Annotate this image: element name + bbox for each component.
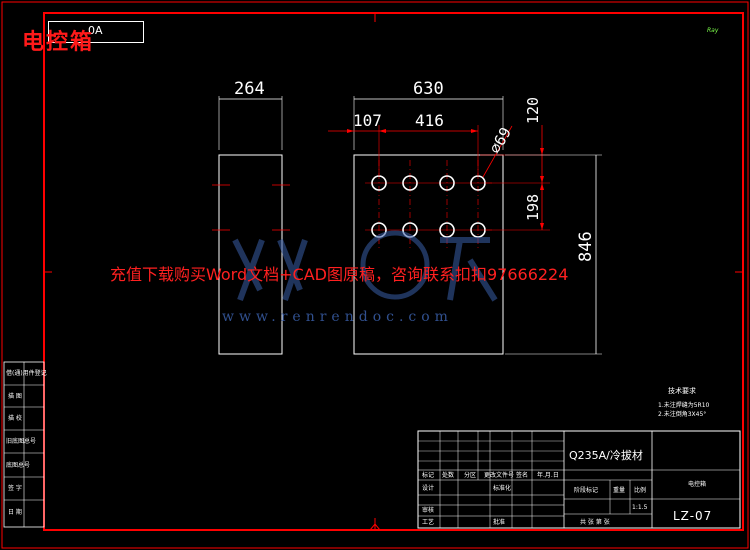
- left-label-3: 旧底图总号: [6, 437, 36, 445]
- corner-mark: Ray: [707, 27, 719, 34]
- tb-part-name: 电控箱: [688, 480, 706, 488]
- tb-drawing-no: LZ-07: [673, 509, 712, 523]
- tb-header-3: 更改文件号: [484, 471, 514, 479]
- tb-header-5: 年.月.日: [537, 471, 559, 479]
- dim-offset-left: 107: [353, 111, 382, 130]
- tag-box: [48, 21, 144, 43]
- tech-requirements-title: 技术要求: [668, 387, 696, 395]
- tb-approve: 批准: [493, 518, 505, 526]
- tb-header-4: 签名: [516, 471, 528, 479]
- tb-ratio: 比例: [634, 486, 646, 494]
- tb-weight: 重量: [613, 486, 625, 494]
- watermark-url: www.renrendoc.com: [222, 309, 453, 325]
- left-label-6: 日 期: [8, 508, 22, 516]
- orientation-mark: [368, 523, 382, 531]
- tb-stage: 阶段标记: [574, 486, 598, 494]
- tb-sheet: 共 张 第 张: [580, 518, 610, 526]
- tag-label: 0A: [88, 24, 103, 37]
- left-label-5: 签 字: [8, 484, 22, 492]
- tb-material: Q235A/冷拔材: [569, 448, 643, 462]
- left-label-4: 底图总号: [6, 461, 30, 469]
- dim-row-spacing: 198: [524, 194, 542, 221]
- side-view: 264: [212, 79, 290, 355]
- dim-overall-width: 630: [413, 79, 444, 99]
- title-block: 标记 处数 分区 更改文件号 签名 年.月.日 设计 标准化 审核 工艺 批准 …: [417, 430, 741, 529]
- left-label-1: 描 图: [8, 392, 22, 400]
- dim-overall-height: 846: [576, 231, 596, 262]
- dim-side-width: 264: [234, 79, 265, 99]
- watermark-text: 充值下载购买Word文档+CAD图原稿，咨询联系扣扣97666224: [110, 265, 569, 284]
- hole-3: [439, 175, 455, 191]
- tb-header-1: 处数: [442, 471, 454, 479]
- left-labels-block: 借(通)用件登记 描 图 描 校 旧底图总号 底图总号 签 字 日 期: [3, 361, 47, 528]
- tech-requirement-1: 1.未注焊缝为5R10: [658, 402, 710, 409]
- tb-row-design: 设计: [422, 484, 434, 492]
- hole-2: [402, 175, 418, 191]
- tech-requirement-2: 2.未注倒角3X45°: [658, 411, 707, 418]
- tb-scale-value: 1:1.5: [632, 504, 648, 511]
- left-label-2: 描 校: [8, 414, 22, 422]
- tb-header-0: 标记: [422, 471, 434, 479]
- tb-header-2: 分区: [464, 471, 476, 479]
- tb-row-process: 工艺: [422, 518, 434, 526]
- dim-top-offset: 120: [524, 97, 542, 124]
- drawing-title: 电控箱: [22, 30, 95, 55]
- tb-row-review: 审核: [422, 506, 434, 514]
- left-label-0: 借(通)用件登记: [6, 369, 47, 377]
- tb-std: 标准化: [493, 484, 511, 492]
- dim-hole-spacing: 416: [415, 111, 444, 130]
- watermark-logo: [232, 230, 498, 302]
